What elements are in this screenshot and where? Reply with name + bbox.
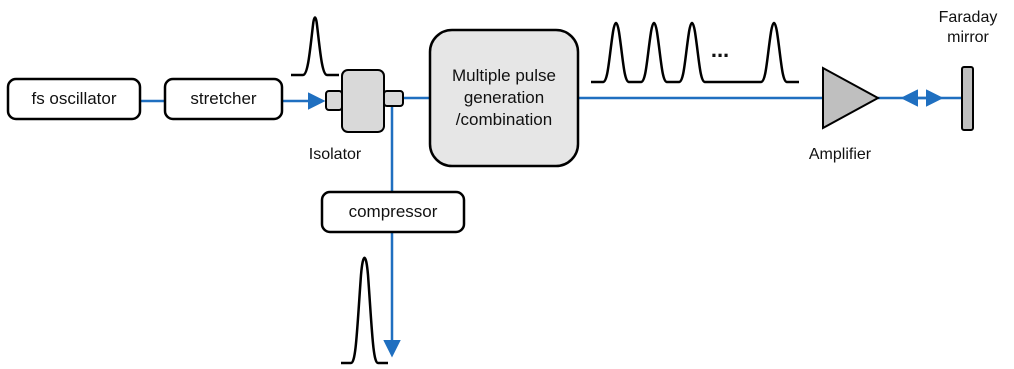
pulse-compressed [341,256,388,365]
compressor-box [320,190,466,234]
stretcher-label: stretcher [190,88,257,108]
isolator-right-port [383,90,404,107]
isolator-left-port [325,90,343,111]
faraday-mirror [961,66,974,131]
multi-pulse-box [428,28,580,168]
pulse-train [591,21,799,84]
isolator-label: Isolator [308,146,362,163]
ellipsis-label: ... [710,37,730,62]
compressor-label: compressor [348,201,438,221]
oscillator-box [6,77,142,121]
faraday-label: Faraday mirror [938,9,998,46]
multi-pulse-label: Multiple pulse generation /combination [452,65,556,130]
pulse-stretched [291,16,339,77]
isolator-symbol [325,69,404,133]
amplifier-label: Amplifier [808,146,872,163]
amplifier-triangle [822,66,881,130]
stretcher-box [163,77,284,121]
isolator-body [341,69,385,133]
oscillator-label: fs oscillator [31,88,117,108]
